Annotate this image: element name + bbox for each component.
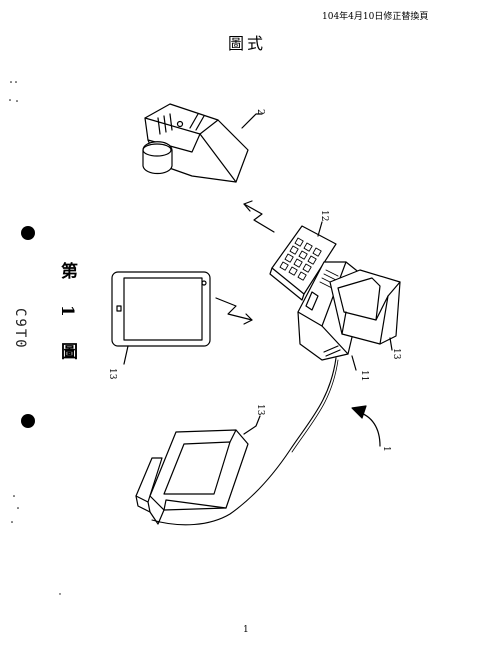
page-number: 1 <box>243 625 249 635</box>
figure-label: 第 1 圖 <box>57 262 77 370</box>
server-device <box>142 103 249 183</box>
desktop-monitor-leader <box>389 337 393 351</box>
monitor-leader <box>243 415 261 435</box>
wireless-arrow-icon <box>243 200 253 212</box>
server-leader <box>241 113 263 129</box>
header-date: 104年4月10日修正替換頁 <box>322 12 429 22</box>
wireless-signal-icon <box>243 203 275 233</box>
wireless-arrow-icon <box>243 313 253 325</box>
tablet-leader <box>123 345 129 365</box>
side-code: C9T0 <box>12 308 28 350</box>
keypad-device <box>269 225 337 301</box>
monitor-device <box>135 429 249 525</box>
system-label: 1 <box>381 446 391 452</box>
binding-hole-bottom <box>21 414 35 428</box>
tablet-label: 13 <box>107 368 117 380</box>
keypad-leader <box>317 221 323 237</box>
cable <box>151 357 337 526</box>
system-arrow-head-icon <box>351 405 367 419</box>
cable-edge <box>291 359 339 453</box>
desktop-unit-label: 11 <box>359 370 369 381</box>
page-title: 圖式 <box>228 34 267 53</box>
binding-hole-top <box>21 226 35 240</box>
desktop-unit-leader <box>351 355 357 371</box>
monitor-label: 13 <box>255 404 265 416</box>
tablet-device <box>111 271 211 347</box>
desktop-monitor-label: 13 <box>391 348 401 360</box>
desktop-computer <box>297 261 401 361</box>
server-label: 2 <box>255 109 265 115</box>
scan-noise <box>9 81 61 595</box>
keypad-label: 12 <box>319 210 329 221</box>
wireless-signal-icon <box>215 297 253 321</box>
